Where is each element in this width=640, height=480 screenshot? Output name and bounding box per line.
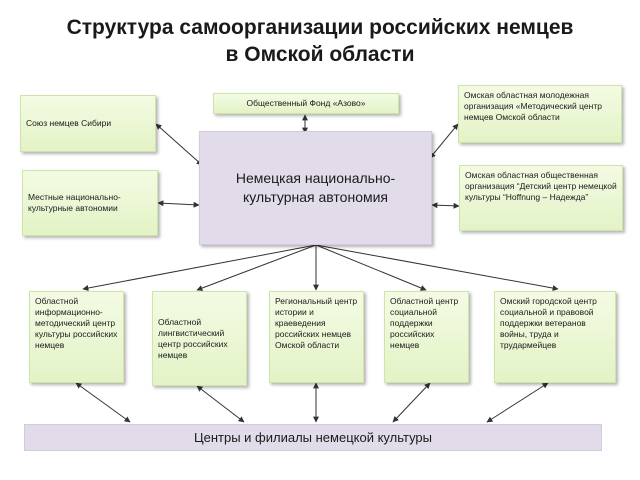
- bottom-bar-text: Центры и филиалы немецкой культуры: [194, 430, 432, 445]
- lower-box-3: Региональный центр истории и краеведения…: [269, 291, 364, 383]
- center-box-avtonomiya: Немецкая национально-культурная автономи…: [199, 131, 432, 245]
- lower-box-4: Областной центр социальной поддержки рос…: [384, 291, 469, 383]
- arrow-box-1-bar: [75, 382, 131, 423]
- arrow-center-box-1: [82, 244, 317, 291]
- arrow-hoffnung-center: [431, 202, 460, 209]
- lower-box-1-text: Областной информационно-методический цен…: [35, 296, 118, 350]
- arrow-center-box-4: [315, 244, 427, 291]
- box-fond-azovo-text: Общественный Фонд «Азово»: [246, 98, 366, 108]
- arrow-center-box-5: [315, 244, 559, 291]
- center-box-text: Немецкая национально-культурная автономи…: [235, 170, 396, 205]
- lower-box-2: Областной лингвистический центр российск…: [152, 291, 247, 386]
- lower-box-5: Омский городской центр социальной и прав…: [494, 291, 616, 383]
- box-soyuz-nemtsev: Союз немцев Сибири: [20, 95, 156, 152]
- arrow-mestnye-center: [157, 200, 200, 208]
- lower-box-3-text: Региональный центр истории и краеведения…: [275, 296, 358, 350]
- lower-box-2-text: Областной лингвистический центр российск…: [158, 316, 228, 360]
- box-fond-azovo: Общественный Фонд «Азово»: [213, 93, 399, 114]
- box-molodezh-org-text: Омская областная молодежная организация …: [464, 90, 602, 122]
- arrow-box-4-bar: [392, 382, 431, 423]
- arrow-molodezh-center: [429, 123, 459, 159]
- box-hoffnung-text: Омская областная общественная организаци…: [465, 170, 617, 202]
- arrow-soyuz-center: [155, 123, 203, 166]
- title-line-1: Структура самоорганизации российских нем…: [66, 16, 574, 39]
- lower-box-4-text: Областной центр социальной поддержки рос…: [390, 296, 459, 350]
- box-hoffnung: Омская областная общественная организаци…: [459, 165, 623, 231]
- lower-box-1: Областной информационно-методический цен…: [29, 291, 124, 383]
- arrow-center-box-2: [196, 244, 317, 291]
- box-soyuz-nemtsev-text: Союз немцев Сибири: [26, 118, 112, 128]
- arrow-box-5-bar: [486, 382, 549, 423]
- arrow-box-2-bar: [196, 385, 245, 423]
- lower-box-5-text: Омский городской центр социальной и прав…: [500, 296, 597, 350]
- title-line-2: в Омской области: [225, 43, 415, 66]
- diagram-title: Структура самоорганизации российских нем…: [0, 14, 640, 68]
- box-molodezh-org: Омская областная молодежная организация …: [458, 85, 622, 143]
- box-mestnye-avtonomii: Местные национально-культурные автономии: [22, 170, 158, 236]
- box-mestnye-avtonomii-text: Местные национально-культурные автономии: [28, 192, 121, 213]
- bottom-bar-tsentry: Центры и филиалы немецкой культуры: [24, 424, 602, 451]
